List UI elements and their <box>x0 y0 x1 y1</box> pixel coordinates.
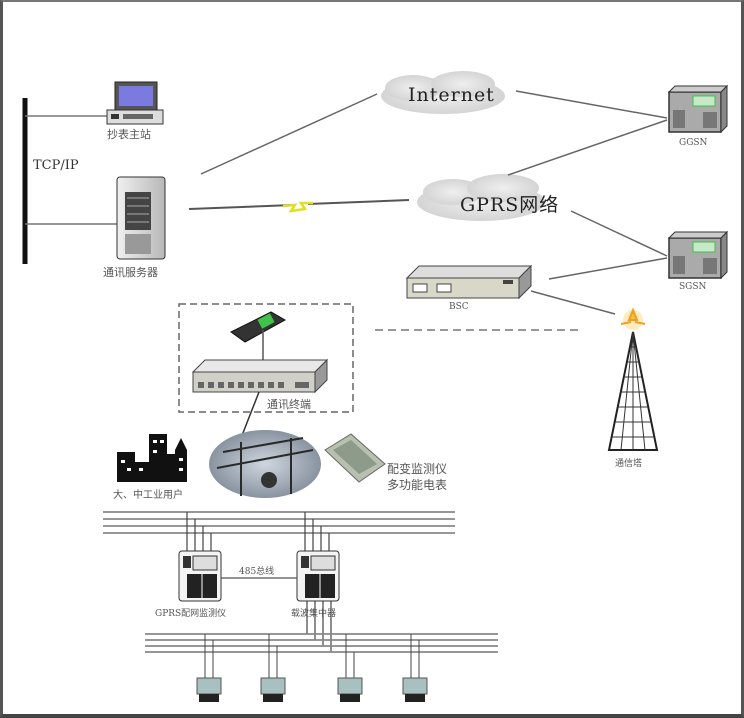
tower-icon <box>607 307 659 451</box>
tcp-ip-label: TCP/IP <box>33 158 79 173</box>
meter-1 <box>196 634 222 702</box>
internet-label: Internet <box>408 84 495 106</box>
lower-power-bus <box>145 633 498 653</box>
buildings-icon <box>117 434 187 482</box>
gprs-monitor-label: GPRS配网监测仪 <box>155 609 227 619</box>
distribution-monitor-label-1: 配变监测仪 <box>387 462 448 476</box>
link-server-internet <box>200 93 378 175</box>
ggsn-label: GGSN <box>679 138 708 148</box>
meter-2 <box>260 634 286 702</box>
distribution-monitor-label-2: 多功能电表 <box>387 478 448 492</box>
sgsn-label: SGSN <box>679 282 707 292</box>
gprs-cloud <box>417 174 545 221</box>
carrier-concentrator-label: 载波集中器 <box>291 609 337 619</box>
meter-master-station-label: 抄表主站 <box>107 128 151 141</box>
meter-3 <box>337 634 363 702</box>
sgsn-icon <box>667 230 729 280</box>
diagram-graphics <box>22 71 729 702</box>
comm-terminal-icon <box>191 358 329 439</box>
comm-server-label: 通讯服务器 <box>103 266 158 279</box>
wireless-link <box>188 199 410 213</box>
comm-terminal-label: 通讯终端 <box>267 398 311 411</box>
ggsn-icon <box>667 84 729 134</box>
base-station-label: 通信塔 <box>615 459 643 469</box>
bus-drops-upper <box>186 512 330 551</box>
carrier-concentrator-cabinet <box>296 550 340 602</box>
gprs-network-label: GPRS网络 <box>460 194 560 216</box>
meter-4 <box>402 634 428 702</box>
bsc-label: BSC <box>449 302 469 312</box>
server-icon <box>116 176 166 260</box>
distribution-meter-icon <box>324 433 386 483</box>
mobile-phone-icon <box>230 311 287 360</box>
transformer-photo <box>209 430 321 498</box>
terminal-group-box <box>178 303 354 413</box>
computer-icon <box>106 81 164 125</box>
tcp-ip-backbone <box>22 98 117 264</box>
upper-power-bus <box>103 511 455 534</box>
industrial-users-label: 大、中工业用户 <box>113 490 183 501</box>
rs485-bus-label: 485总线 <box>239 567 275 577</box>
network-links <box>507 90 668 315</box>
bsc-icon <box>405 264 533 300</box>
internet-cloud <box>381 71 505 114</box>
gprs-monitor-cabinet <box>178 550 222 602</box>
